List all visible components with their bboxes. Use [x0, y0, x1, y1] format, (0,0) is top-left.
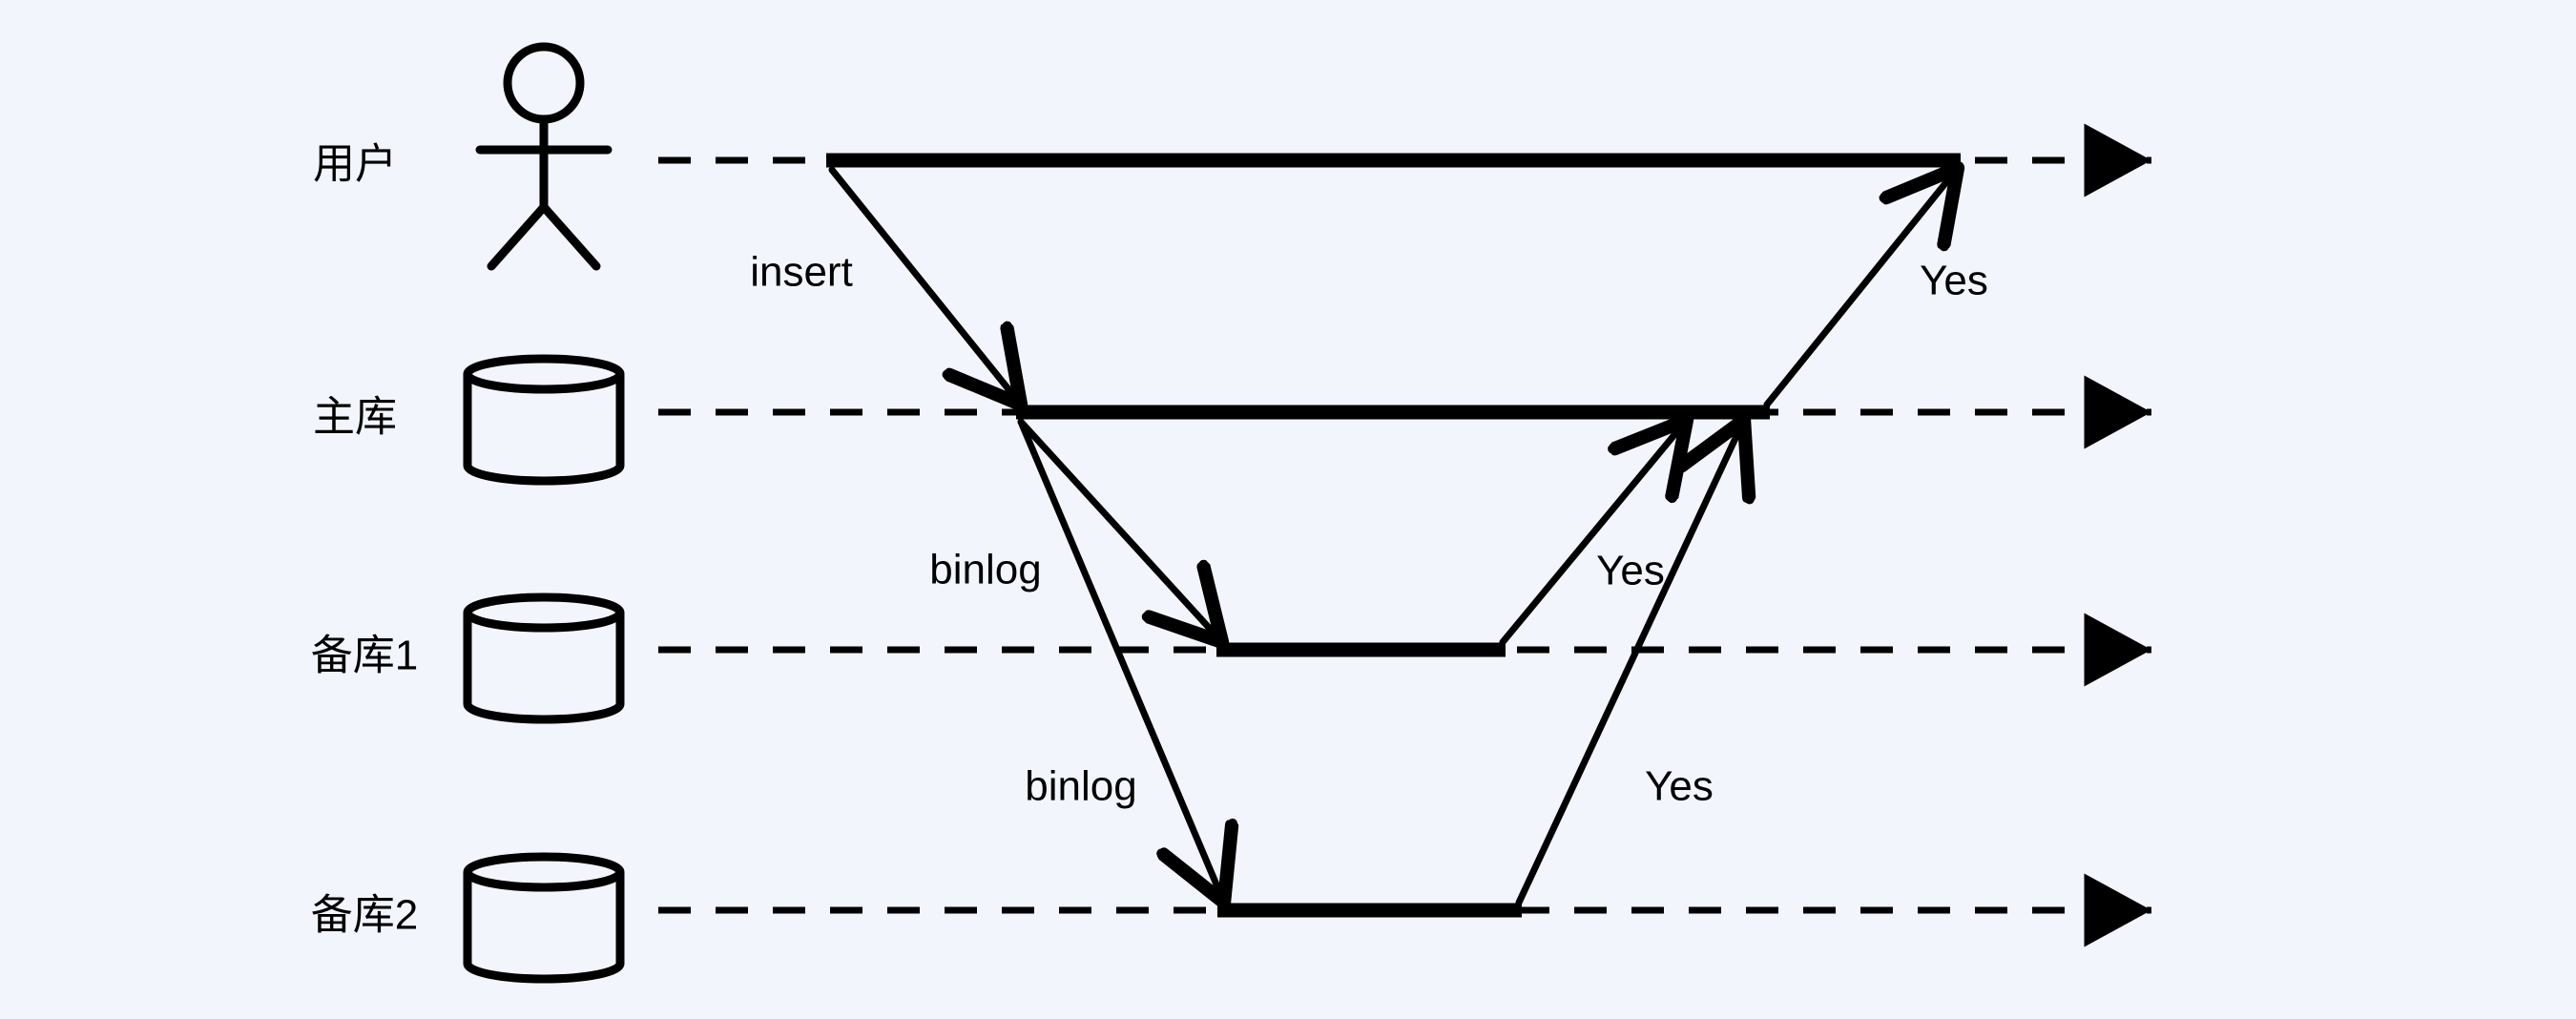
message-arrow-msg-binlog-1 [1017, 418, 1222, 642]
message-arrow-msg-yes-replica1 [1499, 420, 1687, 646]
messages-group [828, 166, 1958, 906]
participant-label-primary-db: 主库 [313, 394, 397, 441]
message-label-msg-binlog-2: binlog [1025, 763, 1136, 810]
participant-label-replica-db-2: 备库2 [311, 892, 418, 939]
participant-icons-group [463, 42, 625, 984]
message-arrow-msg-binlog-2 [1017, 418, 1224, 903]
message-arrow-msg-insert [828, 166, 1021, 405]
message-label-msg-yes-user: Yes [1920, 258, 1988, 304]
message-label-msg-insert: insert [750, 249, 853, 296]
message-arrow-msg-yes-user [1763, 168, 1958, 408]
message-label-msg-yes-replica2: Yes [1645, 763, 1714, 810]
activation-bars-group [826, 153, 1961, 918]
message-arrow-msg-yes-replica2 [1515, 420, 1744, 906]
message-label-msg-binlog-1: binlog [929, 547, 1041, 593]
participant-label-user: 用户 [313, 141, 397, 188]
database-cylinder-icon [463, 354, 625, 486]
database-cylinder-icon [463, 852, 625, 984]
participant-label-replica-db-1: 备库1 [311, 633, 418, 679]
actor-stick-figure-icon [475, 42, 613, 271]
message-label-msg-yes-replica1: Yes [1596, 548, 1665, 594]
database-cylinder-icon [463, 593, 625, 724]
